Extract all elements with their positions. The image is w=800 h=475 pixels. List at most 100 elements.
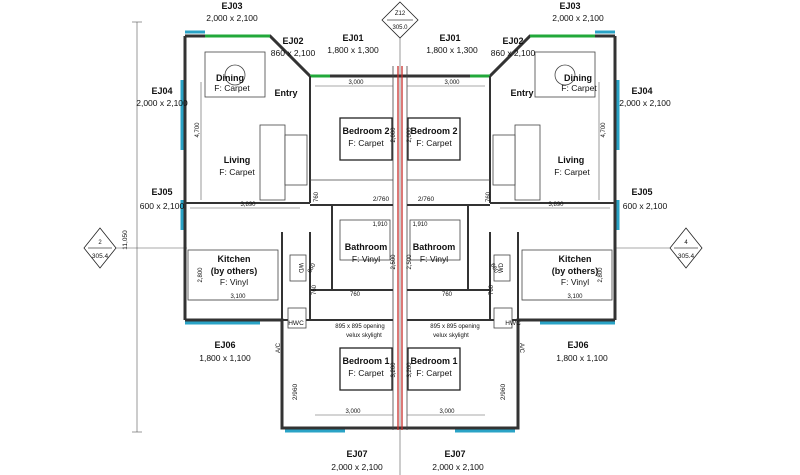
ej07-left-code: EJ07	[346, 449, 367, 459]
svg-text:305.4: 305.4	[92, 253, 109, 260]
dim-2000-right: 2,000	[407, 127, 413, 143]
windows	[180, 30, 620, 433]
dim-760-left-bath: 760	[350, 292, 361, 298]
section-marker-left: 2 305.4	[83, 227, 117, 269]
ej04-left-size: 2,000 x 2,100	[136, 98, 188, 108]
section-marker-top: Z12 305.0	[381, 1, 419, 39]
dim-660-right: 660	[489, 263, 500, 275]
kitchen-left-name: Kitchen	[217, 254, 250, 264]
dim-2760-left: 2/760	[373, 196, 390, 203]
bathroom-left-name: Bathroom	[345, 242, 388, 252]
dim-760-right-door: 760	[489, 284, 495, 295]
ej05-left-code: EJ05	[151, 187, 172, 197]
ej02-left-size: 860 x 2,100	[271, 48, 316, 58]
dim-2800-right: 2,800	[598, 267, 604, 283]
ej05-right-code: EJ05	[631, 187, 652, 197]
living-right-finish: F: Carpet	[554, 167, 590, 177]
dim-2800-left: 2,800	[198, 267, 204, 283]
furniture	[187, 51, 613, 329]
ej03-left-code: EJ03	[221, 1, 242, 11]
bedroom2-right-name: Bedroom 2	[410, 126, 457, 136]
svg-text:4: 4	[684, 240, 688, 246]
ej01-right-code: EJ01	[439, 33, 460, 43]
kitchen-right-name: Kitchen	[558, 254, 591, 264]
dim-3100-right: 3,100	[567, 294, 583, 300]
kitchen-left-finish: F: Vinyl	[220, 277, 248, 287]
dim-3890-right: 3,890	[548, 202, 564, 208]
dim-4700-right: 4,700	[601, 122, 607, 138]
dim-2500-left: 2,500	[391, 254, 397, 270]
ej03-right-size: 2,000 x 2,100	[552, 13, 604, 23]
section-marker-right: 4 305.4	[669, 227, 703, 269]
hwc-right-label: HWC	[505, 320, 521, 327]
bedroom-2-right-box	[407, 117, 461, 161]
entry-left-label: Entry	[274, 88, 297, 98]
ej02-right-code: EJ02	[502, 36, 523, 46]
ej02-right-size: 860 x 2,100	[491, 48, 536, 58]
dim-1910-left: 1,910	[372, 222, 388, 228]
svg-text:2: 2	[98, 240, 102, 246]
dim-4700-left: 4,700	[195, 122, 201, 138]
ej03-right-code: EJ03	[559, 1, 580, 11]
ej02-left-code: EJ02	[282, 36, 303, 46]
ej07-right-code: EJ07	[444, 449, 465, 459]
wd-right-label: WD	[499, 262, 505, 273]
dining-right-name: Dining	[564, 73, 592, 83]
skylight-right-line2: velux skylight	[433, 333, 469, 339]
entry-right-label: Entry	[510, 88, 533, 98]
skylight-left-line2: velux skylight	[346, 333, 382, 339]
dim-760-right-bath: 760	[442, 292, 453, 298]
ej04-right-size: 2,000 x 2,100	[619, 98, 671, 108]
dim-1910-right: 1,910	[412, 222, 428, 228]
dining-left-name: Dining	[216, 73, 244, 83]
interior-walls	[185, 76, 615, 321]
living-left-name: Living	[224, 155, 251, 165]
dim-2960-right: 2/960	[500, 383, 507, 400]
kitchen-right-sub: (by others)	[552, 266, 599, 276]
ej01-left-code: EJ01	[342, 33, 363, 43]
ej05-right-size: 600 x 2,100	[623, 201, 668, 211]
bedroom1-right-name: Bedroom 1	[410, 356, 457, 366]
ej06-left-size: 1,800 x 1,100	[199, 353, 251, 363]
ej04-right-code: EJ04	[631, 86, 652, 96]
ac-right-label: A/C	[518, 343, 524, 354]
dim-2960-left: 2/960	[292, 383, 299, 400]
bedroom2-left-finish: F: Carpet	[348, 138, 384, 148]
dim-3890-left: 3,890	[240, 202, 256, 208]
dim-760-left-wall: 760	[314, 191, 320, 202]
kitchen-left-sub: (by others)	[211, 266, 258, 276]
fire-separation-walls	[392, 66, 408, 430]
overall-height-label: 11,050	[122, 230, 129, 250]
dim-760-right-wall: 760	[486, 191, 492, 202]
bathroom-right-finish: F: Vinyl	[420, 254, 448, 264]
kitchen-right-finish: F: Vinyl	[561, 277, 589, 287]
ej01-right-size: 1,800 x 1,300	[426, 45, 478, 55]
ej04-left-code: EJ04	[151, 86, 172, 96]
dim-2760-right: 2/760	[418, 196, 435, 203]
bedroom-1-left-box	[339, 347, 393, 391]
bedroom2-right-finish: F: Carpet	[416, 138, 452, 148]
skylight-left-line1: 895 x 895 opening	[335, 324, 384, 330]
ej05-left-size: 600 x 2,100	[140, 201, 185, 211]
living-left-finish: F: Carpet	[219, 167, 255, 177]
dimension-lines	[190, 82, 610, 416]
dim-3000-top-right: 3,000	[444, 80, 460, 86]
bedroom1-left-finish: F: Carpet	[348, 368, 384, 378]
bedroom2-left-name: Bedroom 2	[342, 126, 389, 136]
bedroom-1-right-box	[407, 347, 461, 391]
svg-text:305.4: 305.4	[678, 253, 695, 260]
hwc-left-label: HWC	[288, 320, 304, 327]
dim-3200-left: 3,200	[391, 362, 397, 378]
dim-3200-right: 3,200	[407, 362, 413, 378]
dim-2500-right: 2,500	[407, 254, 413, 270]
bedroom1-left-name: Bedroom 1	[342, 356, 389, 366]
dining-right-finish: F: Carpet	[561, 83, 597, 93]
living-right-name: Living	[558, 155, 585, 165]
bathroom-right-name: Bathroom	[413, 242, 456, 252]
ej06-right-size: 1,800 x 1,100	[556, 353, 608, 363]
svg-text:Z12: Z12	[395, 11, 406, 17]
bathroom-left-finish: F: Vinyl	[352, 254, 380, 264]
dim-3100-left: 3,100	[230, 294, 246, 300]
dim-3000-bottom-left: 3,000	[345, 409, 361, 415]
